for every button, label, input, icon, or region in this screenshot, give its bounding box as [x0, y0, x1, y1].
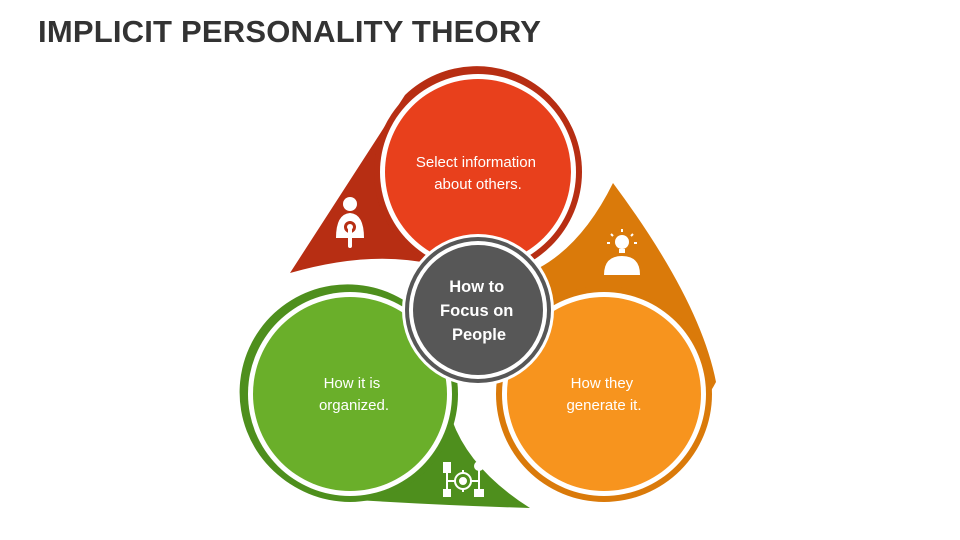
- segment-select: Select information about others.: [290, 66, 582, 276]
- segment-organize: How it is organized.: [239, 284, 530, 508]
- gear-network-icon: [443, 461, 484, 497]
- segment-generate-label: How they generate it.: [566, 375, 641, 414]
- center-hub: How to Focus on People: [402, 234, 554, 386]
- segment-select-circle: [385, 79, 571, 265]
- center-label: How to Focus on People: [440, 278, 518, 344]
- segment-generate-circle: [507, 297, 701, 491]
- segment-organize-label: How it is organized.: [319, 375, 389, 414]
- segment-organize-circle: [253, 297, 447, 491]
- segment-generate: How they generate it.: [496, 183, 716, 502]
- center-hub-circle: [413, 245, 543, 375]
- segment-select-label: Select information about others.: [416, 154, 540, 193]
- page-title: IMPLICIT PERSONALITY THEORY: [38, 14, 542, 49]
- person-lightbulb-icon: [604, 229, 640, 275]
- person-touch-icon: [336, 197, 364, 248]
